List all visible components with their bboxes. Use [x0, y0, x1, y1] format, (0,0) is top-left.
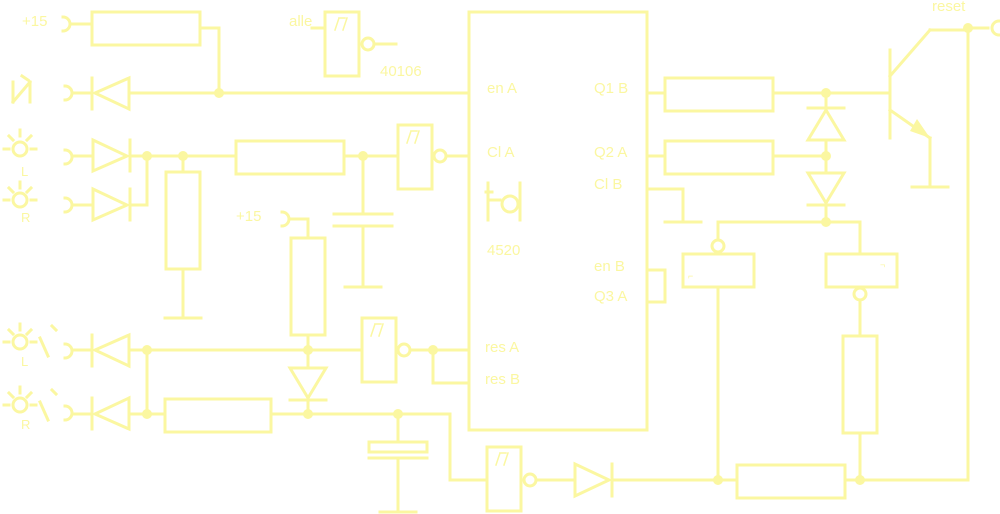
diode-icon: [805, 171, 847, 207]
capacitor-icon: [332, 212, 394, 228]
terminal-reset: [990, 19, 1000, 37]
diode-icon: [90, 75, 131, 112]
reset-label: reset: [932, 0, 966, 15]
lamp-icon: [2, 128, 38, 158]
lamp-label-r1: R: [21, 210, 30, 225]
monoflop-icon: ⌐: [681, 238, 756, 289]
counter-symbol-icon: [484, 181, 522, 222]
pin-q3-a: Q3 A: [594, 288, 627, 305]
pin-q2-a: Q2 A: [594, 144, 627, 161]
chip-4520-label: 4520: [487, 242, 520, 259]
resistor-icon: [234, 139, 346, 176]
resistor-icon: [663, 76, 775, 113]
lamp-label-l1: L: [21, 164, 28, 179]
resistor-icon: [163, 397, 273, 434]
diode-icon: [90, 395, 131, 432]
resistor-icon: [663, 139, 775, 176]
alle-label: alle: [289, 13, 312, 30]
pin-cl-b: Cl B: [594, 176, 622, 193]
pin-q1-b: Q1 B: [594, 80, 628, 97]
plus15-label-mid: +15: [236, 208, 261, 225]
input-terminals: +15 L R: [2, 13, 94, 432]
lamp-icon: [2, 180, 38, 209]
pin-cl-a: Cl A: [487, 144, 515, 161]
schmitt-trigger-icon: [360, 316, 412, 384]
svg-text:⌐: ⌐: [688, 271, 693, 281]
schmitt-trigger-icon: [485, 445, 538, 513]
pin-en-a: en A: [487, 80, 517, 97]
resistor-icon: [289, 236, 327, 337]
transistor-icon: [887, 27, 933, 141]
counter-chip-4520: en A Cl A res A res B Q1 B Q2 A Cl B en …: [467, 10, 649, 432]
chip-40106-label: 40106: [380, 63, 422, 80]
switch-icon: [10, 73, 33, 105]
lamp-icon: [2, 385, 59, 422]
pin-res-b: res B: [485, 371, 520, 388]
diode-icon: [287, 366, 329, 402]
lamp-label-r2: R: [21, 417, 30, 432]
diode-icon: [90, 332, 131, 369]
pin-en-b: en B: [594, 258, 625, 275]
schmitt-trigger-icon: [396, 123, 448, 191]
diode-icon: [91, 137, 132, 174]
resistor-icon: [90, 10, 202, 47]
plus15-label-top: +15: [22, 13, 47, 30]
capacitor-icon: [367, 440, 429, 460]
resistor-icon: [735, 463, 847, 500]
monoflop-icon: ¬: [824, 252, 899, 302]
diode-icon: [805, 106, 847, 142]
diode-icon: [91, 186, 132, 223]
svg-text:¬: ¬: [880, 260, 885, 270]
diode-icon: [573, 461, 614, 499]
resistor-icon: [841, 334, 879, 435]
pin-res-a: res A: [485, 339, 519, 356]
schmitt-trigger-icon: [323, 10, 376, 78]
lamp-label-l2: L: [21, 354, 28, 369]
resistor-icon: [164, 170, 202, 271]
lamp-icon: [2, 322, 59, 358]
